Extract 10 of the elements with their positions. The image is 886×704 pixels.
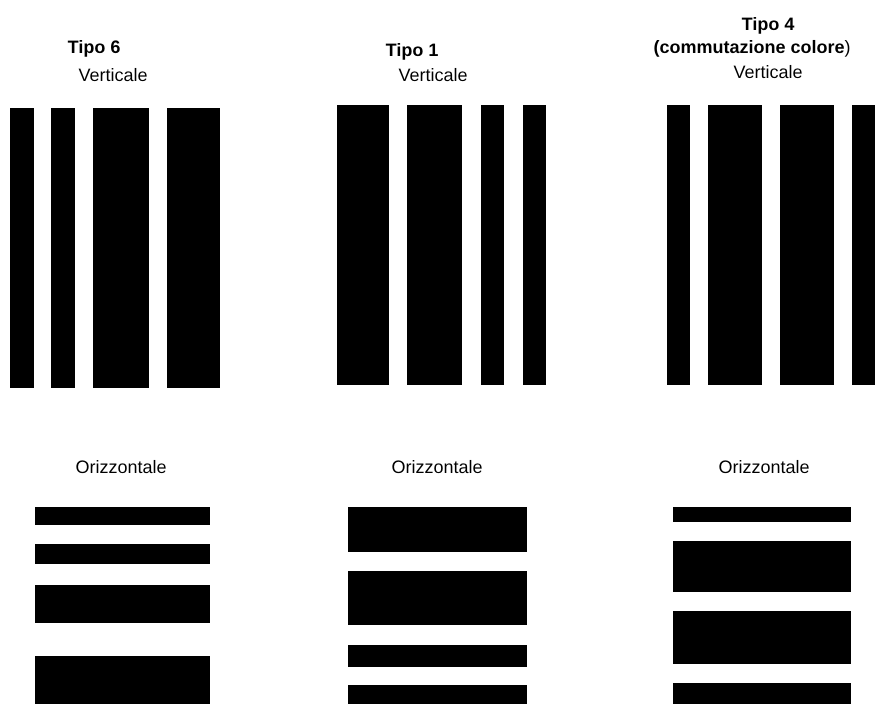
orientation-label: Orizzontale (718, 457, 810, 477)
panel-heading: Tipo 6 (68, 37, 120, 57)
orientation-label: Verticale (398, 65, 468, 85)
orientation-label: Orizzontale (75, 457, 167, 477)
orientation-label: Verticale (733, 62, 803, 82)
orientation-label: (commutazione colore) (653, 37, 851, 57)
orientation-label: Orizzontale (391, 457, 483, 477)
orientation-label: Verticale (78, 65, 148, 85)
panel-heading: Tipo 1 (386, 40, 438, 60)
panel-heading: Tipo 4 (742, 14, 794, 34)
